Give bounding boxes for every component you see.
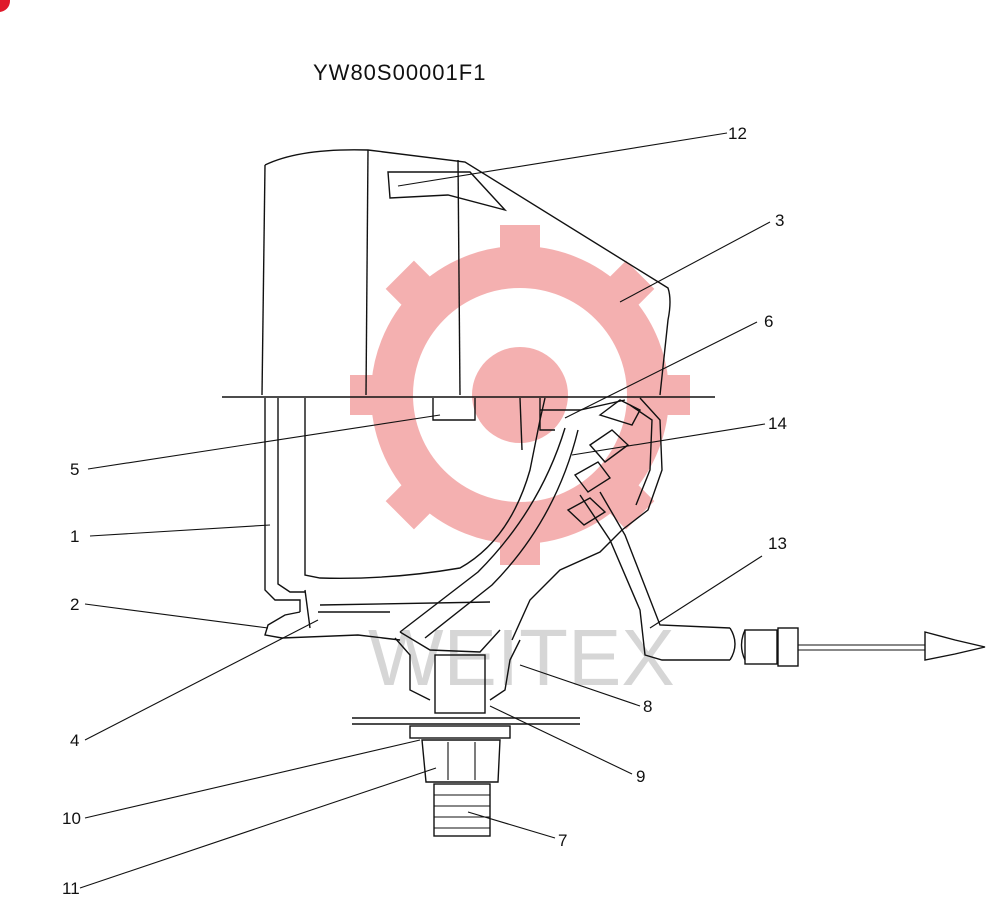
watermark-text: WEITEX: [368, 613, 675, 702]
callout-8: 8: [643, 697, 652, 716]
callout-4: 4: [70, 731, 79, 750]
callout-13: 13: [768, 534, 787, 553]
drawing-code: YW80S00001F1: [313, 60, 487, 85]
callout-14: 14: [768, 414, 787, 433]
gear-watermark-icon: [350, 225, 690, 565]
callout-labels: 12 3 6 14 5 1 2 13 8 4 9 10 7 11: [62, 124, 787, 898]
gear-tooth: [500, 225, 540, 265]
watermark: WEITEX: [350, 225, 690, 702]
leader-lines: [79, 132, 771, 889]
gear-tooth: [597, 260, 655, 318]
callout-5: 5: [70, 460, 79, 479]
callout-6: 6: [764, 312, 773, 331]
callout-2: 2: [70, 595, 79, 614]
upper-housing: [222, 149, 715, 398]
lower-housing: [264, 397, 663, 641]
callout-7: 7: [558, 831, 567, 850]
callout-10: 10: [62, 809, 81, 828]
corner-badge: [0, 0, 10, 12]
callout-12: 12: [728, 124, 747, 143]
gear-tooth: [350, 375, 390, 415]
callout-11: 11: [62, 879, 80, 898]
gear-tooth: [385, 472, 443, 530]
mount-assembly: [352, 637, 580, 837]
callout-1: 1: [70, 527, 79, 546]
callout-9: 9: [636, 767, 645, 786]
gear-tooth: [650, 375, 690, 415]
sensor-probe: [566, 399, 986, 667]
inner-channel: [399, 427, 579, 653]
gear-tooth: [500, 525, 540, 565]
callout-3: 3: [775, 211, 784, 230]
